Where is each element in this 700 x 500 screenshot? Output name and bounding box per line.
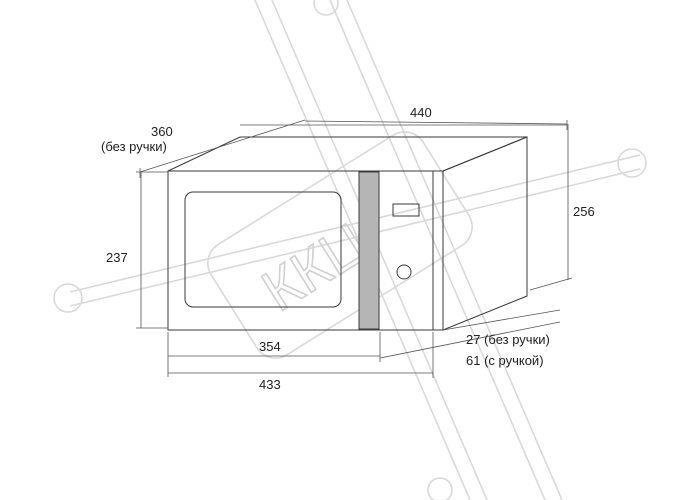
label-top-depth: 360 [151, 124, 173, 139]
label-side-height: 256 [573, 204, 595, 219]
label-front-height: 237 [106, 250, 128, 265]
top-face [167, 136, 528, 172]
watermark-circle-left [53, 283, 83, 313]
watermark: ККЦ [53, 0, 647, 500]
front-face [167, 170, 444, 331]
display-panel [392, 203, 420, 217]
watermark-circle-top [313, 0, 339, 16]
label-inner-width: 354 [259, 339, 281, 354]
label-top-depth-note: (без ручки) [101, 139, 167, 154]
watermark-circle-bottom [427, 477, 453, 500]
door-handle [358, 171, 380, 330]
dimension-lines [136, 119, 573, 378]
control-knob [396, 264, 412, 280]
label-handle-depth-with: 61 (с ручкой) [466, 353, 544, 368]
label-handle-depth-without: 27 (без ручки) [466, 332, 550, 347]
dimension-labels: 360 (без ручки) 440 237 256 354 433 27 (… [101, 105, 595, 392]
microwave-body [167, 136, 528, 331]
door-window [184, 191, 342, 308]
label-top-width: 440 [410, 105, 432, 120]
side-face [442, 136, 528, 331]
label-outer-width: 433 [259, 377, 281, 392]
watermark-circle-right [617, 148, 647, 178]
